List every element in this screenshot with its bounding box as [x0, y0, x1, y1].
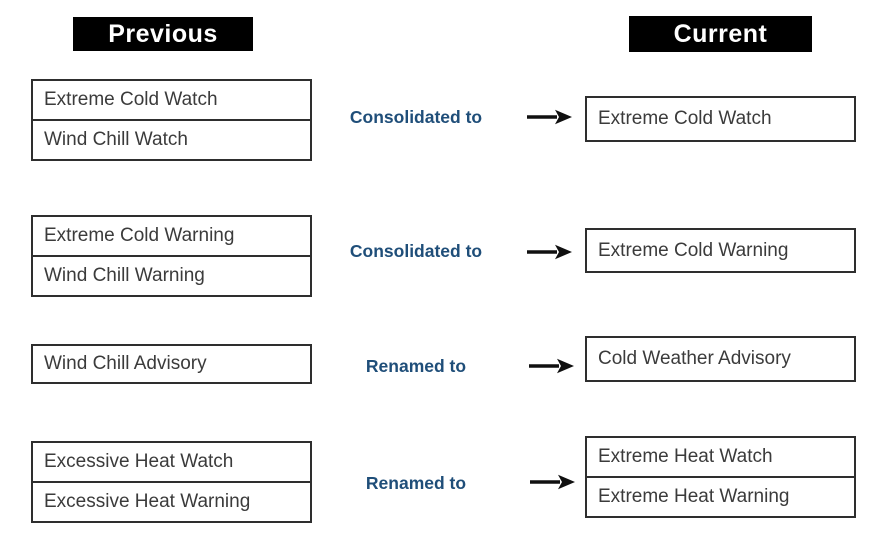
previous-term: Extreme Cold Watch — [44, 89, 218, 110]
action-label-row2: Consolidated to — [349, 241, 483, 261]
previous-box-row4: Excessive Heat Watch Excessive Heat Warn… — [31, 441, 312, 523]
previous-column-header: Previous — [73, 17, 253, 51]
previous-term: Extreme Cold Warning — [44, 225, 235, 246]
current-column-header: Current — [629, 16, 812, 52]
current-box-row3: Cold Weather Advisory — [585, 336, 856, 382]
current-term: Extreme Cold Watch — [598, 108, 772, 129]
current-term: Extreme Heat Watch — [598, 446, 773, 467]
current-box-row2: Extreme Cold Warning — [585, 228, 856, 273]
action-label-row4: Renamed to — [365, 473, 467, 493]
previous-box-row2: Extreme Cold Warning Wind Chill Warning — [31, 215, 312, 297]
action-label-row1: Consolidated to — [349, 107, 483, 127]
previous-term: Excessive Heat Watch — [44, 451, 234, 472]
current-term: Extreme Heat Warning — [587, 476, 854, 516]
current-box-row1: Extreme Cold Watch — [585, 96, 856, 142]
right-arrow-icon — [527, 109, 572, 125]
previous-box-row3: Wind Chill Advisory — [31, 344, 312, 384]
right-arrow-icon — [530, 474, 575, 490]
previous-term: Wind Chill Warning — [33, 255, 310, 295]
right-arrow-icon — [529, 358, 574, 374]
current-term: Cold Weather Advisory — [598, 348, 791, 369]
current-box-row4: Extreme Heat Watch Extreme Heat Warning — [585, 436, 856, 518]
current-term: Extreme Cold Warning — [598, 239, 789, 261]
previous-term: Wind Chill Watch — [33, 119, 310, 159]
right-arrow-icon — [527, 244, 572, 260]
previous-term: Wind Chill Advisory — [44, 353, 207, 374]
action-label-row3: Renamed to — [365, 356, 467, 376]
previous-box-row1: Extreme Cold Watch Wind Chill Watch — [31, 79, 312, 161]
previous-term: Excessive Heat Warning — [33, 481, 310, 521]
